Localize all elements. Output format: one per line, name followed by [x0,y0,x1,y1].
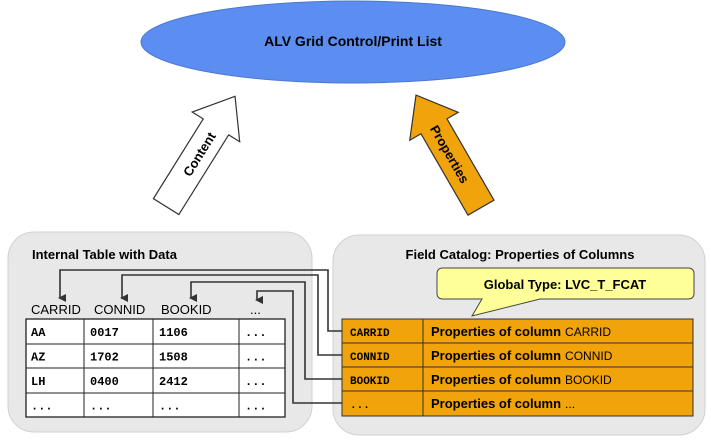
field-properties: Properties of column... [431,396,575,411]
table-cell: AZ [31,351,45,365]
field-name: BOOKID [350,376,390,388]
table-cell: 2412 [159,375,188,389]
field-catalog-title: Field Catalog: Properties of Columns [406,247,635,262]
properties-arrow: Properties [408,94,495,217]
table-cell: 1106 [159,326,188,340]
column-header: ... [250,302,261,317]
table-cell: ... [245,375,267,389]
properties-prefix: Properties of column [431,372,561,387]
properties-column-name: BOOKID [565,373,612,387]
properties-column-name: CONNID [565,349,613,363]
table-cells: AA 0017 1106... AZ 1702 1508... LH 0400 2412....… [31,326,267,414]
table-cell: 1702 [90,351,119,365]
data-table [25,318,286,418]
table-cell: LH [31,375,45,389]
table-cell: ... [90,400,112,414]
field-name: ... [350,400,370,412]
table-cell: 0400 [90,375,119,389]
ellipse-label: ALV Grid Control/Print List [264,33,442,49]
connector-connid [120,274,342,356]
column-header: BOOKID [161,302,212,317]
field-properties: Properties of column CARRID [431,324,611,339]
callout-text: Global Type: LVC_T_FCAT [484,277,647,292]
table-cell: ... [245,326,267,340]
table-cell: ... [31,400,53,414]
internal-table-panel: Internal Table with Data CARRID CONNID B… [7,231,313,433]
field-catalog-panel: Field Catalog: Properties of Columns Glo… [332,234,706,436]
table-cell: ... [159,400,181,414]
connector-lines [58,269,342,404]
table-cell: 1508 [159,351,188,365]
field-properties: Properties of column CONNID [431,348,613,363]
properties-column-name: CARRID [565,325,611,339]
table-cell: AA [31,326,46,340]
field-name: CONNID [350,352,390,364]
field-properties: Properties of column BOOKID [431,372,612,387]
connector-carrid [58,269,342,332]
table-cell: ... [245,351,267,365]
properties-column-name: ... [565,397,575,411]
table-cell: 0017 [90,326,119,340]
properties-prefix: Properties of column [431,324,561,339]
internal-table-title: Internal Table with Data [32,247,178,262]
connector-bookid [189,281,342,380]
column-header: CARRID [31,302,81,317]
properties-prefix: Properties of column [431,348,561,363]
alv-grid-ellipse: ALV Grid Control/Print List [140,0,566,84]
column-header: CONNID [94,302,145,317]
field-catalog-table [341,318,694,417]
field-name: CARRID [350,328,390,340]
global-type-callout: Global Type: LVC_T_FCAT [436,267,695,317]
table-cell: ... [245,400,267,414]
connector-more [255,290,342,404]
properties-prefix: Properties of column [431,396,561,411]
content-arrow: Content [152,95,241,216]
